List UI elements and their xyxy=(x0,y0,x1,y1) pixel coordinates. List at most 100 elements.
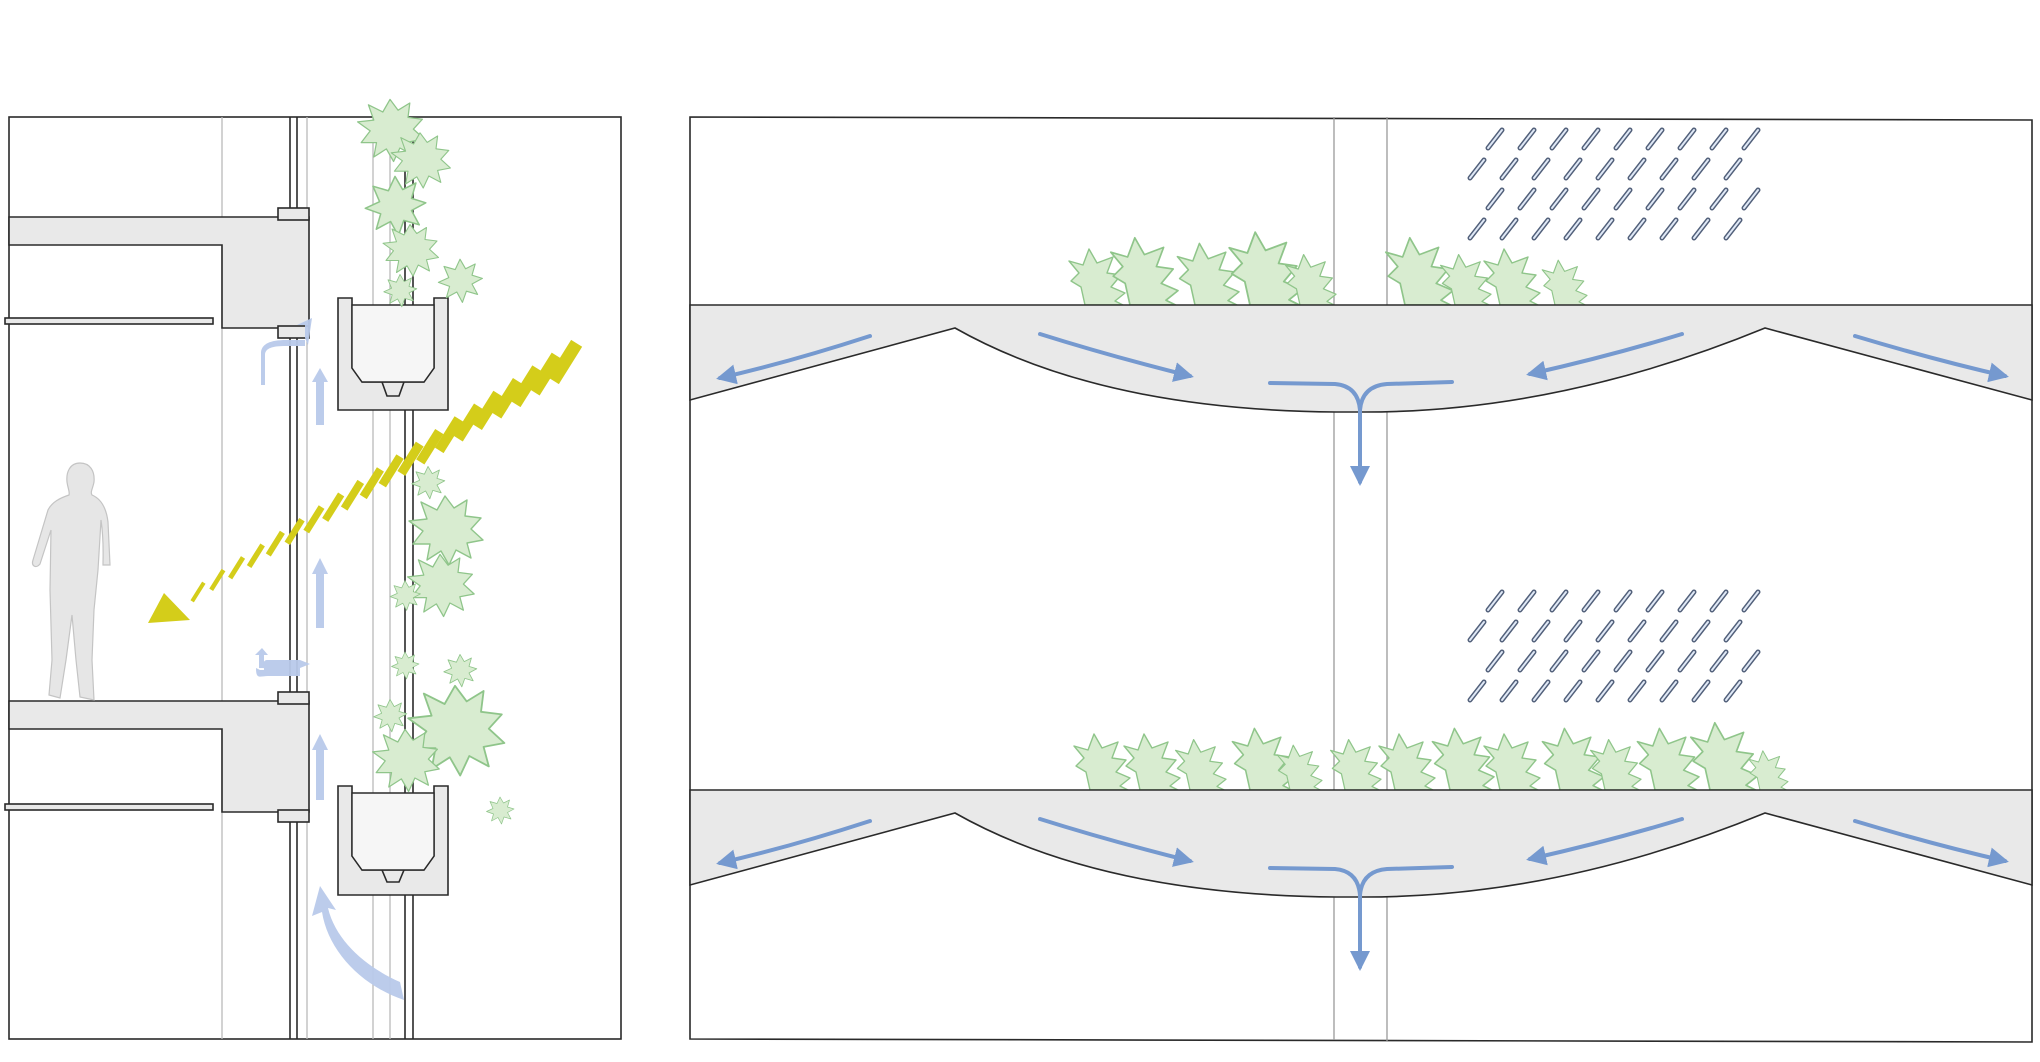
rain-streak xyxy=(1485,187,1505,211)
rain-streak xyxy=(1723,217,1743,241)
rain-streak xyxy=(1691,619,1711,643)
sun-ray-dash xyxy=(472,390,503,431)
facade-panel-frame xyxy=(8,116,622,1040)
rain-streak xyxy=(1517,589,1537,613)
person-icon xyxy=(31,462,111,701)
rain-streak xyxy=(1659,679,1679,703)
drainage-arrows-lower xyxy=(716,817,2009,971)
rain-streak xyxy=(1627,217,1647,241)
sun-ray-dash xyxy=(246,543,265,568)
sun-ray-dash xyxy=(284,518,305,545)
sun-ray-dash xyxy=(453,403,484,442)
rain-streak xyxy=(1595,679,1615,703)
sun-ray-dash xyxy=(378,454,404,488)
rain-streak xyxy=(1485,649,1505,673)
rain-streak xyxy=(1691,679,1711,703)
rain-streak xyxy=(1581,127,1601,151)
rain-streak xyxy=(1581,649,1601,673)
rain-streak xyxy=(1499,619,1519,643)
rain-streak xyxy=(1467,679,1487,703)
rain-streak xyxy=(1627,157,1647,181)
planter-box-lower xyxy=(337,785,449,896)
rain-streak xyxy=(1517,187,1537,211)
sun-ray-dash xyxy=(491,378,523,419)
sun-ray-dash xyxy=(340,479,365,511)
rain-streak xyxy=(1741,187,1761,211)
sun-ray-dash xyxy=(190,581,206,603)
sun-ray-dash xyxy=(434,416,464,454)
rain-streak xyxy=(1677,127,1697,151)
rain-streak xyxy=(1499,157,1519,181)
rain-streak xyxy=(1627,619,1647,643)
rain-streak xyxy=(1517,649,1537,673)
rain-streak xyxy=(1677,589,1697,613)
rain-streak xyxy=(1531,217,1551,241)
rain-streak xyxy=(1659,217,1679,241)
airflow-arrow xyxy=(312,558,328,628)
sun-ray-dash xyxy=(228,556,246,580)
floor-slab-upper xyxy=(4,207,310,339)
airflow-arrow xyxy=(255,648,268,668)
rain-streak xyxy=(1581,589,1601,613)
rain-streak xyxy=(1723,619,1743,643)
airflow-arrow xyxy=(312,886,404,1000)
airflow-arrow xyxy=(257,318,312,385)
rain-streak xyxy=(1709,649,1729,673)
roof-section-panel xyxy=(689,116,2033,1043)
rain-streak xyxy=(1531,619,1551,643)
rain-streak xyxy=(1563,157,1583,181)
rain-streak xyxy=(1563,217,1583,241)
airflow-arrows xyxy=(255,318,404,1000)
rain-streak xyxy=(1709,127,1729,151)
airflow-arrow xyxy=(312,368,328,425)
rain-streak xyxy=(1549,127,1569,151)
rain-streak xyxy=(1741,127,1761,151)
rain-streak xyxy=(1659,157,1679,181)
planter-box-upper xyxy=(337,297,449,411)
rain-streak xyxy=(1499,217,1519,241)
rain-streak xyxy=(1659,619,1679,643)
rain-streak xyxy=(1485,127,1505,151)
roof-slab-upper xyxy=(689,304,2033,413)
rain-streak xyxy=(1723,157,1743,181)
sun-ray-dash xyxy=(359,467,384,500)
airflow-arrow xyxy=(256,660,310,677)
rain-streak xyxy=(1563,679,1583,703)
sun-ray-arrowhead xyxy=(148,593,190,623)
sun-ray-dash xyxy=(322,492,345,522)
airflow-arrow xyxy=(312,734,328,800)
rain-streak xyxy=(1645,187,1665,211)
sun-ray-dash xyxy=(209,568,226,591)
drainage-arrows-upper xyxy=(716,332,2009,486)
rain-streak xyxy=(1677,187,1697,211)
rain-streak xyxy=(1645,589,1665,613)
rain-streak xyxy=(1645,649,1665,673)
rain-streak xyxy=(1613,187,1633,211)
sun-ray-dash xyxy=(510,365,543,408)
rain-streak xyxy=(1723,679,1743,703)
rain-streak xyxy=(1691,217,1711,241)
rain-streak xyxy=(1709,589,1729,613)
rain-streak xyxy=(1549,187,1569,211)
sun-ray-dash xyxy=(303,505,325,534)
rain-streak xyxy=(1613,127,1633,151)
rain-streak xyxy=(1499,679,1519,703)
rain-streak xyxy=(1741,589,1761,613)
rain-streak xyxy=(1517,127,1537,151)
rain-streak xyxy=(1741,649,1761,673)
rain-streak xyxy=(1563,619,1583,643)
rain-streak xyxy=(1581,187,1601,211)
rain-streak xyxy=(1709,187,1729,211)
rain-streak xyxy=(1531,157,1551,181)
rain-streak xyxy=(1595,217,1615,241)
floor-slab-lower xyxy=(4,691,310,823)
rain-streak xyxy=(1467,619,1487,643)
sun-ray-dash xyxy=(416,428,444,465)
sun-ray-dash xyxy=(397,441,424,476)
rain-streak xyxy=(1613,649,1633,673)
rain-streak xyxy=(1595,619,1615,643)
rain-streak xyxy=(1467,217,1487,241)
facade-section-panel xyxy=(4,98,622,1040)
rain-streak xyxy=(1531,679,1551,703)
